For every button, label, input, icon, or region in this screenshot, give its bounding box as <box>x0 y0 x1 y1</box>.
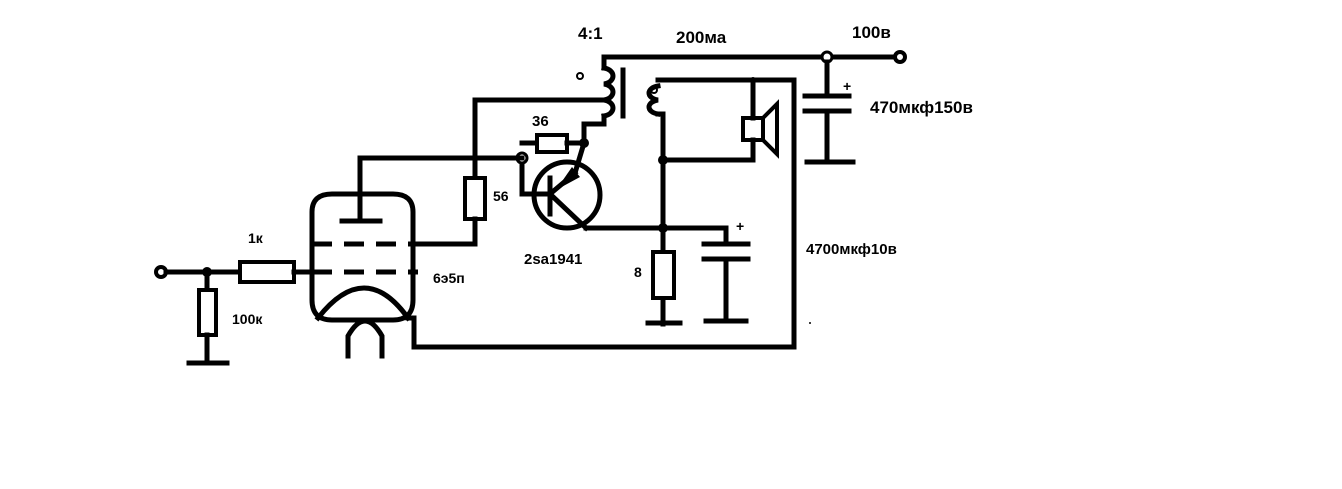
emitter-network: + <box>583 111 756 327</box>
filter-capacitor: + <box>802 59 856 165</box>
transistor <box>519 139 603 232</box>
supply-current-label: 200ма <box>676 28 727 47</box>
transistor-label: 2sa1941 <box>524 251 582 268</box>
primary-dot <box>576 72 584 80</box>
secondary-dot <box>650 86 658 94</box>
loudspeaker <box>655 77 797 350</box>
input-network <box>154 260 315 366</box>
base-resistor <box>515 121 607 165</box>
series-resistor-label: 1к <box>248 230 264 246</box>
output-transformer <box>576 54 661 127</box>
stray-dot <box>809 322 811 324</box>
emitter-capacitor-plus: + <box>736 218 744 234</box>
filter-capacitor-label: 470мкф150в <box>870 98 973 117</box>
vacuum-tube <box>309 191 797 359</box>
emitter-resistor-label: 8 <box>634 264 642 280</box>
supply-terminal <box>893 50 907 64</box>
plate-resistor-label: 56 <box>493 188 509 204</box>
tube-label: 6э5п <box>433 270 465 286</box>
filter-capacitor-plus: + <box>843 78 851 94</box>
shunt-resistor-label: 100к <box>232 311 263 327</box>
emitter-capacitor-label: 4700мкф10в <box>806 241 897 258</box>
transformer-ratio-label: 4:1 <box>578 24 603 43</box>
supply-voltage-label: 100в <box>852 23 891 42</box>
plate-resistor <box>339 97 607 247</box>
supply-rail <box>601 50 907 64</box>
base-resistor-label: 36 <box>532 113 549 130</box>
